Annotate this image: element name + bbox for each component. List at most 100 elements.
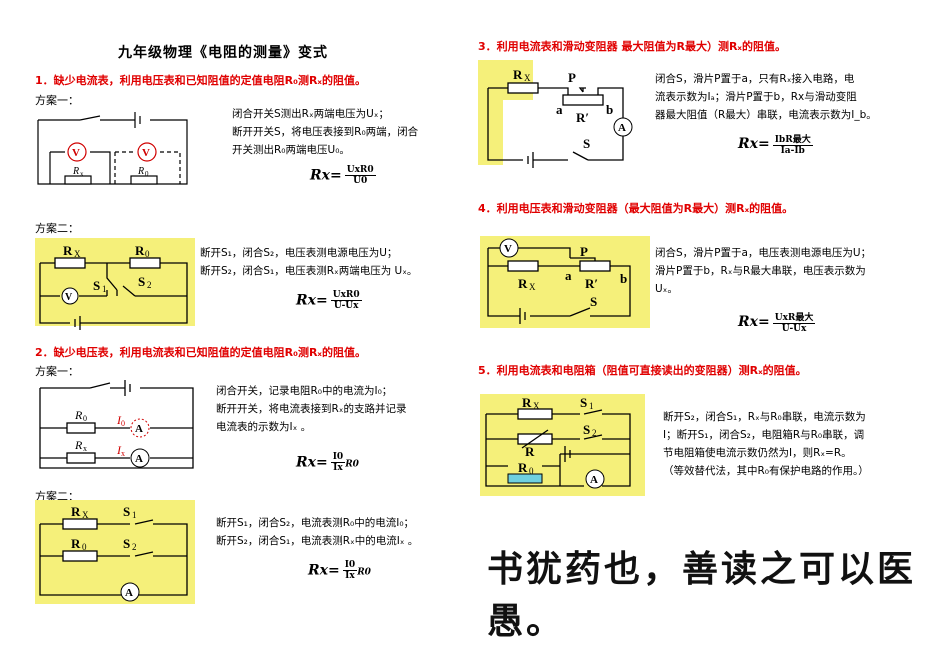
svg-text:x: x (121, 449, 125, 458)
svg-text:x: x (80, 170, 84, 178)
svg-text:2: 2 (147, 280, 152, 290)
s2-plan1-line: 闭合开关，记录电阻R₀中的电流为I₀； (216, 385, 393, 397)
section3-heading: 3．利用电流表和滑动变阻器 最大阻值为R最大）测Rₓ的阻值。 (478, 40, 786, 53)
s3-line: 闭合S，滑片P置于a，只有Rₓ接入电路，电 (655, 73, 855, 85)
svg-text:b: b (620, 271, 627, 286)
svg-text:0: 0 (83, 414, 87, 423)
svg-text:S: S (138, 274, 145, 289)
s1-plan1-label: 方案一： (35, 94, 79, 107)
s4-line: 滑片P置于b，Rₓ与R最大串联，电压表示数为 (655, 265, 866, 277)
svg-text:X: X (529, 282, 536, 292)
svg-text:a: a (556, 102, 563, 117)
svg-text:R′: R′ (576, 110, 589, 125)
svg-text:R: R (135, 243, 145, 258)
svg-text:S: S (590, 294, 597, 309)
svg-text:I: I (116, 443, 122, 457)
svg-text:S: S (583, 422, 590, 437)
svg-text:A: A (135, 423, 143, 435)
svg-text:S: S (123, 536, 130, 551)
section5-heading: 5．利用电流表和电阻箱（阻值可直接读出的变阻器）测Rₓ的阻值。 (478, 364, 807, 377)
svg-text:R: R (522, 395, 532, 410)
s1-plan2-line: 断开S₁，闭合S₂，电压表测电源电压为U； (200, 247, 398, 259)
section2-heading: 2．缺少电压表，利用电流表和已知阻值的定值电阻R₀测Rₓ的阻值。 (35, 346, 366, 359)
s2-plan2-line: 断开S₁，闭合S₂，电流表测R₀中的电流I₀； (216, 517, 415, 529)
svg-text:R: R (74, 408, 83, 422)
svg-text:2: 2 (592, 428, 597, 438)
svg-text:R: R (71, 504, 81, 519)
section1-heading: 1．缺少电流表，利用电压表和已知阻值的定值电阻R₀测Rₓ的阻值。 (35, 74, 366, 87)
s5-line: 断开S₂，闭合S₁，Rₓ与R₀串联，电流示数为 (663, 411, 866, 423)
s3-line: 流表示数为Iₐ；滑片P置于b，Rx与滑动变阻 (655, 91, 857, 103)
svg-text:0: 0 (145, 170, 149, 178)
s5-line: （等效替代法，其中R₀有保护电路的作用。） (663, 465, 869, 477)
s1-plan2-label: 方案二： (35, 222, 79, 235)
svg-text:1: 1 (132, 510, 137, 520)
s2-plan2-line: 断开S₂，闭合S₁，电流表测Rₓ中的电流Iₓ 。 (216, 535, 419, 547)
svg-text:R: R (74, 438, 83, 452)
svg-text:I: I (116, 413, 122, 427)
s4-line: Uₓ。 (655, 283, 678, 295)
svg-text:S: S (583, 136, 590, 151)
svg-text:S: S (580, 395, 587, 410)
svg-text:1: 1 (102, 284, 107, 294)
svg-text:R: R (513, 67, 523, 82)
s4-line: 闭合S，滑片P置于a，电压表测电源电压为U； (655, 247, 872, 259)
svg-text:A: A (618, 122, 626, 134)
svg-text:X: X (74, 249, 81, 259)
svg-text:V: V (65, 292, 73, 303)
svg-text:P: P (568, 70, 576, 85)
svg-text:P: P (580, 244, 588, 259)
page-title: 九年级物理《电阻的测量》变式 (118, 45, 328, 61)
svg-text:V: V (504, 243, 512, 255)
s2-plan2-label: 方案二： (35, 490, 79, 503)
svg-text:V: V (72, 147, 80, 159)
svg-text:0: 0 (82, 542, 87, 552)
svg-text:S: S (93, 278, 100, 293)
svg-text:X: X (524, 73, 531, 83)
svg-text:0: 0 (529, 466, 534, 476)
svg-text:b: b (606, 102, 613, 117)
svg-text:0: 0 (121, 419, 125, 428)
s2-plan1-line: 断开开关，将电流表接到Rₓ的支路并记录 (216, 403, 407, 415)
svg-text:a: a (565, 268, 572, 283)
svg-text:R: R (71, 536, 81, 551)
svg-text:X: X (533, 401, 540, 411)
s1-plan1-line: 闭合开关S测出Rₓ两端电压为Uₓ； (232, 108, 389, 120)
s5-line: I；断开S₁，闭合S₂，电阻箱R与R₀串联，调 (663, 429, 865, 441)
svg-text:R: R (518, 460, 528, 475)
svg-text:0: 0 (145, 249, 150, 259)
s3-line: 器最大阻值（R最大）串联，电流表示数为I_b。 (655, 109, 877, 121)
motto-calligraphy: 书犹药也，善读之可以医愚。 (487, 548, 917, 642)
svg-text:S: S (123, 504, 130, 519)
svg-text:R: R (63, 243, 73, 258)
s5-line: 节电阻箱使电流示数仍然为I，则Rₓ=R。 (663, 447, 852, 459)
svg-text:X: X (82, 510, 89, 520)
svg-text:R: R (525, 444, 535, 459)
svg-text:A: A (590, 474, 598, 486)
s1-plan1-line: 断开开关S，将电压表接到R₀两端，闭合 (232, 126, 419, 138)
section4-heading: 4．利用电压表和滑动变阻器（最大阻值为R最大）测Rₓ的阻值。 (478, 202, 794, 215)
svg-text:R: R (137, 166, 144, 177)
svg-text:x: x (83, 444, 87, 453)
s1-plan2-line: 断开S₂，闭合S₁，电压表测Rₓ两端电压为 Uₓ。 (200, 265, 418, 277)
svg-text:V: V (142, 147, 150, 159)
svg-text:A: A (135, 453, 143, 465)
svg-text:R: R (518, 276, 528, 291)
svg-text:2: 2 (132, 542, 137, 552)
svg-text:1: 1 (589, 401, 594, 411)
svg-text:R′: R′ (585, 276, 598, 291)
svg-text:A: A (125, 587, 133, 599)
